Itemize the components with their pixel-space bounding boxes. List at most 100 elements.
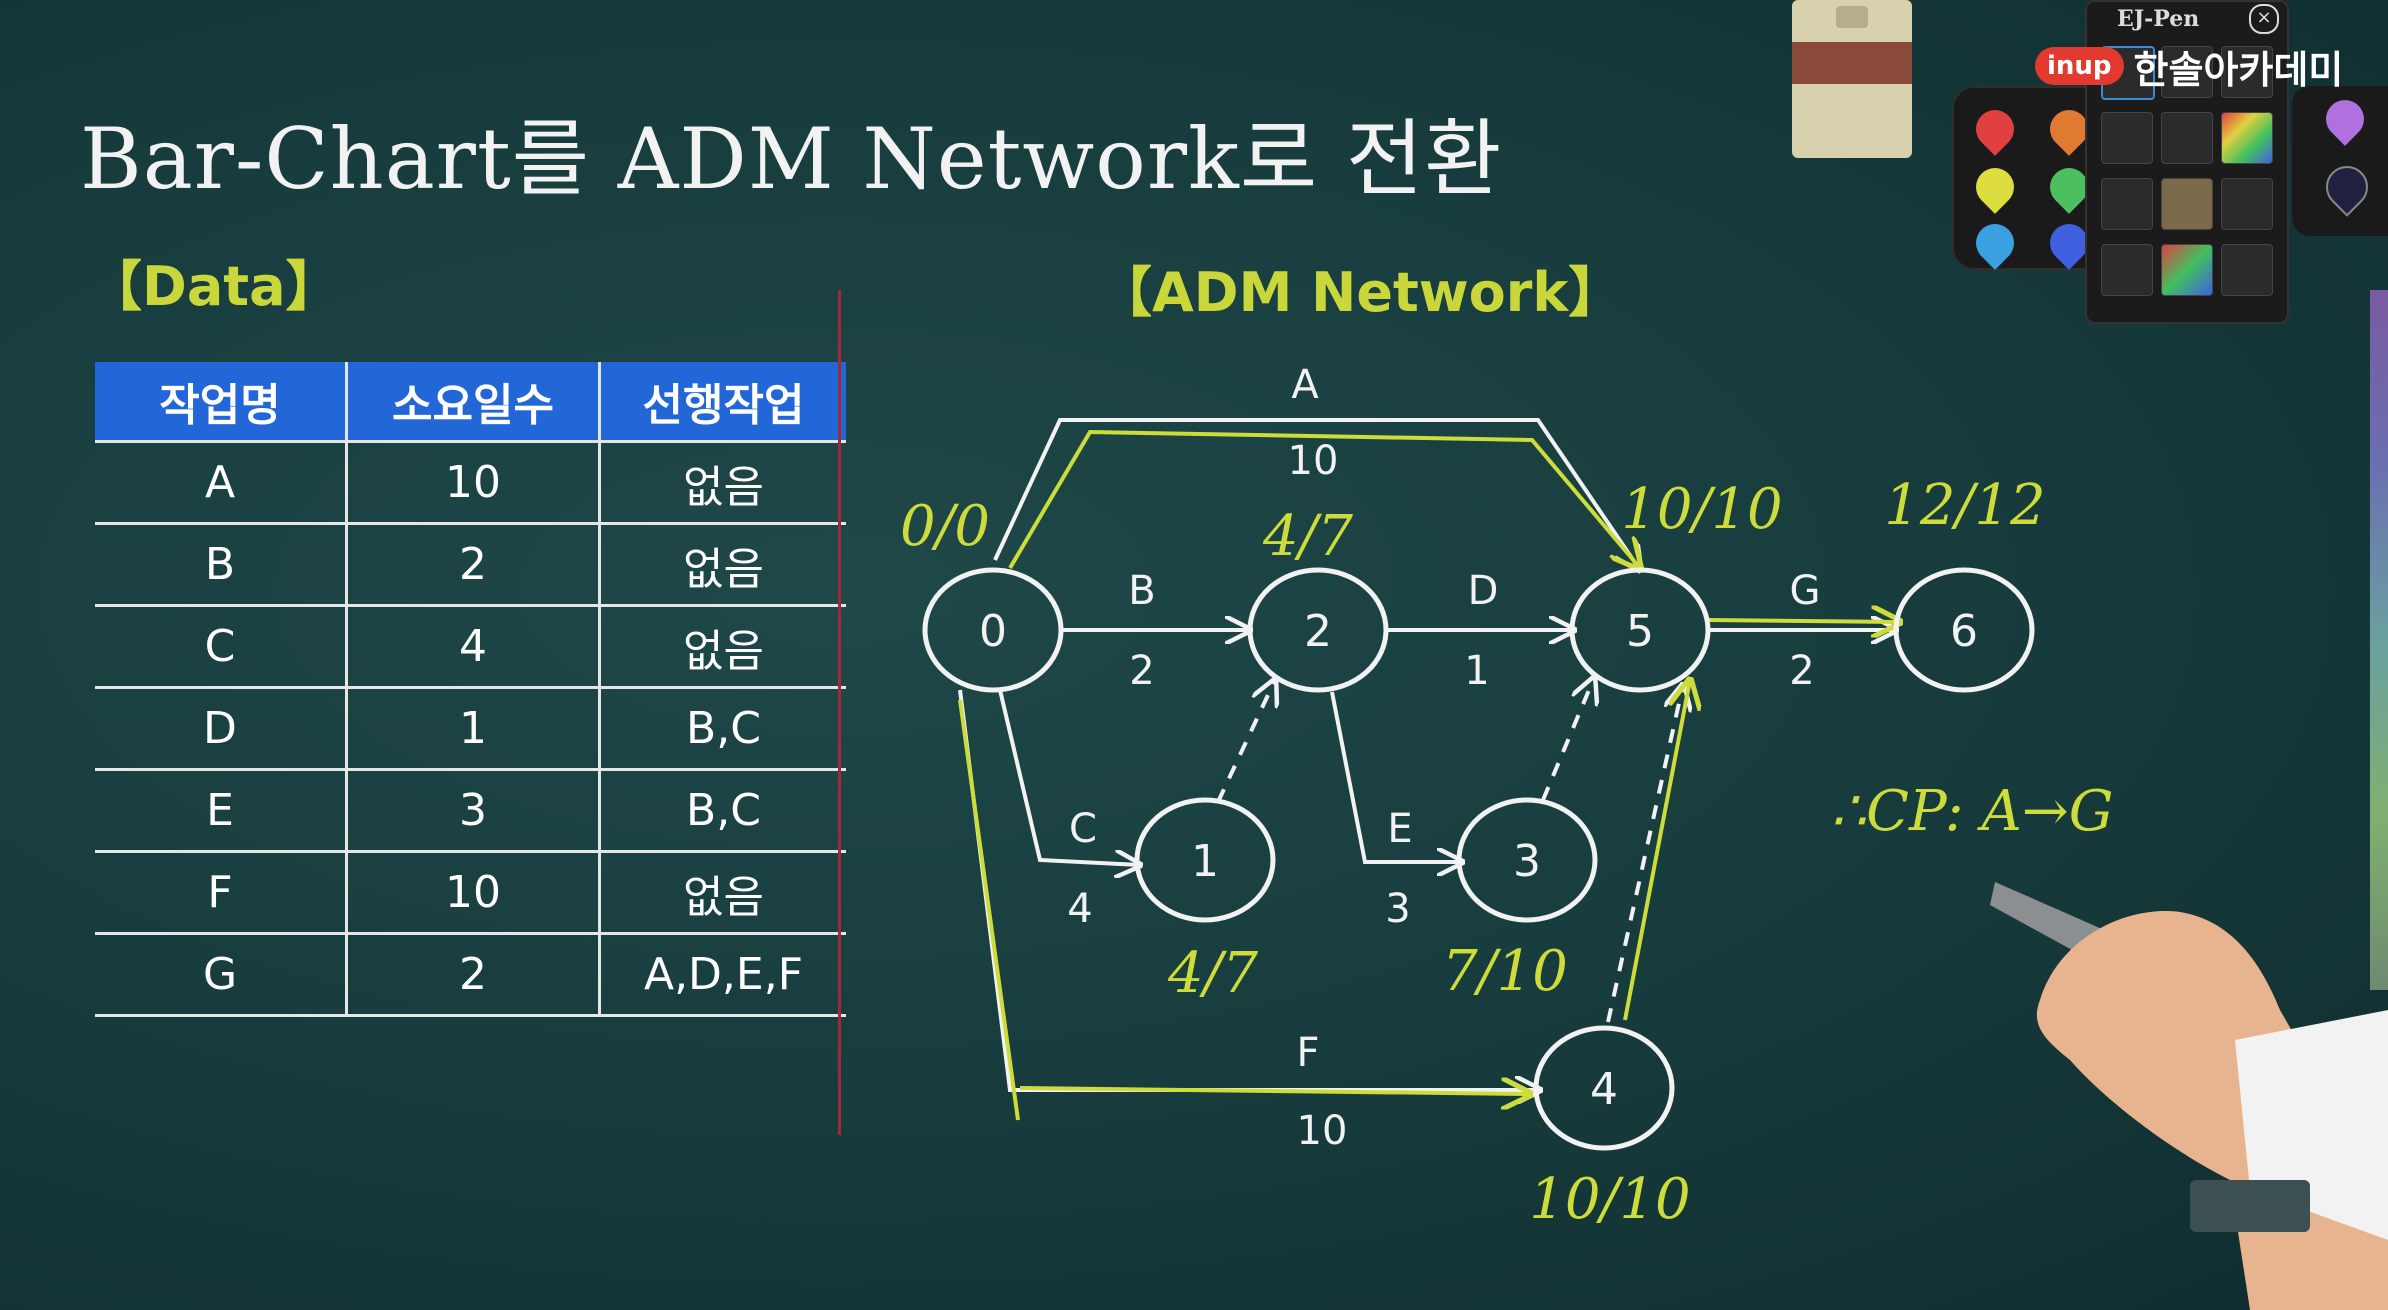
divider-line — [838, 290, 841, 1135]
node-label: 6 — [1950, 606, 1978, 657]
critical-path-dummy — [1623, 680, 1690, 1021]
laser-tool-icon[interactable] — [2221, 178, 2273, 230]
cell-task: E — [95, 769, 347, 853]
cell-predecessor: 없음 — [598, 605, 846, 689]
arrow-a — [993, 418, 1640, 570]
dummy-1-2 — [1216, 680, 1275, 803]
activity-name: B — [1128, 568, 1155, 614]
header-predecessor: 선행작업 — [598, 362, 846, 443]
table-row: B 2 없음 — [95, 523, 846, 607]
handwritten-node4-times: 10/10 — [1529, 1167, 1690, 1232]
cell-task: A — [95, 441, 347, 525]
node-3 — [1456, 797, 1598, 923]
node-label: 5 — [1626, 606, 1654, 657]
yellow-ink-icon[interactable] — [1968, 160, 2022, 214]
cell-duration: 1 — [345, 687, 600, 771]
critical-path-a — [1008, 429, 1640, 568]
activity-name: G — [1790, 568, 1821, 614]
node-label: 0 — [979, 606, 1007, 657]
brand-name: 한솔아카데미 — [2133, 47, 2344, 92]
red-ink-icon[interactable] — [1968, 102, 2022, 156]
page-title: Bar-Chart를 ADM Network로 전환 — [80, 110, 1503, 208]
brand-watermark: inup 한솔아카데미 — [2035, 42, 2343, 92]
arrow-f — [958, 689, 1540, 1090]
activity-duration: 10 — [1288, 438, 1339, 484]
arrow-c — [998, 689, 1140, 865]
secondary-palette — [2292, 86, 2388, 236]
brand-logo: inup — [2035, 47, 2124, 85]
activity-table: 작업명 소요일수 선행작업 A 10 없음 B 2 없음 C 4 없음 D 1 … — [95, 362, 846, 1017]
activity-duration: 4 — [1067, 886, 1092, 932]
critical-path-g — [1707, 620, 1900, 622]
close-icon[interactable]: × — [2249, 4, 2279, 34]
cell-task: B — [95, 523, 347, 607]
activity-name: E — [1387, 806, 1412, 852]
shape-tool-icon[interactable] — [2161, 112, 2213, 164]
brush-tool-icon[interactable] — [2161, 46, 2213, 98]
activity-name: C — [1069, 806, 1097, 852]
purple-ink-icon[interactable] — [2318, 92, 2372, 146]
dummy-4-5 — [1606, 685, 1683, 1023]
table-row: A 10 없음 — [95, 441, 846, 525]
handwritten-node2-times: 4/7 — [1262, 504, 1353, 569]
side-color-strip — [2370, 290, 2388, 990]
activity-duration: 3 — [1385, 886, 1410, 932]
blue-ink-icon[interactable] — [1968, 216, 2022, 270]
critical-path-f2 — [1019, 1088, 1530, 1094]
handwritten-critical-path: ∴CP: A→G — [1831, 779, 2114, 844]
zoom-tool-icon[interactable] — [2221, 244, 2273, 296]
cell-predecessor: 없음 — [598, 441, 846, 525]
marker-tool-icon[interactable] — [2221, 46, 2273, 98]
device-knob — [1836, 6, 1868, 28]
activity-duration: 10 — [1297, 1108, 1348, 1154]
node-6 — [1893, 567, 2035, 693]
cell-task: D — [95, 687, 347, 771]
table-row: E 3 B,C — [95, 769, 846, 853]
arrow-e — [1330, 691, 1462, 862]
table-header-row: 작업명 소요일수 선행작업 — [95, 362, 846, 443]
presenter-hand — [1990, 882, 2388, 1310]
color-picker-icon[interactable] — [2161, 244, 2213, 296]
cell-duration: 3 — [345, 769, 600, 853]
header-duration: 소요일수 — [345, 362, 600, 443]
cell-predecessor: A,D,E,F — [598, 933, 846, 1017]
table-row: G 2 A,D,E,F — [95, 933, 846, 1017]
pen-panel-title: EJ-Pen — [2117, 6, 2200, 32]
device-band — [1792, 42, 1912, 84]
node-label: 1 — [1191, 836, 1219, 887]
cell-predecessor: 없음 — [598, 851, 846, 935]
cell-predecessor: 없음 — [598, 523, 846, 607]
line-tool-icon[interactable] — [2101, 112, 2153, 164]
view-tool-icon[interactable] — [2101, 244, 2153, 296]
node-0 — [922, 567, 1064, 693]
cell-task: C — [95, 605, 347, 689]
activity-name: F — [1296, 1030, 1319, 1076]
activity-name: A — [1291, 362, 1319, 408]
activity-duration: 2 — [1789, 648, 1814, 694]
critical-path-f — [958, 699, 1020, 1121]
node-4 — [1533, 1025, 1675, 1151]
cell-duration: 10 — [345, 441, 600, 525]
header-task: 작업명 — [95, 362, 347, 443]
page-control[interactable] — [2190, 1180, 2310, 1232]
table-row: C 4 없음 — [95, 605, 846, 689]
table-row: D 1 B,C — [95, 687, 846, 771]
cell-duration: 4 — [345, 605, 600, 689]
dummy-3-5 — [1541, 678, 1594, 801]
node-2 — [1247, 567, 1389, 693]
table-row: F 10 없음 — [95, 851, 846, 935]
node-label: 3 — [1513, 836, 1541, 887]
activity-name: D — [1468, 568, 1499, 614]
node-1 — [1134, 797, 1276, 923]
node-label: 2 — [1304, 606, 1332, 657]
eraser-tool-icon[interactable] — [2161, 178, 2213, 230]
rainbow-tool-icon[interactable] — [2221, 112, 2273, 164]
select-tool-icon[interactable] — [2101, 178, 2153, 230]
cell-predecessor: B,C — [598, 687, 846, 771]
cell-task: G — [95, 933, 347, 1017]
handwritten-node0-times: 0/0 — [900, 494, 990, 559]
black-ink-icon[interactable] — [2317, 157, 2377, 217]
cell-duration: 2 — [345, 933, 600, 1017]
node-label: 4 — [1590, 1064, 1618, 1115]
cell-predecessor: B,C — [598, 769, 846, 853]
